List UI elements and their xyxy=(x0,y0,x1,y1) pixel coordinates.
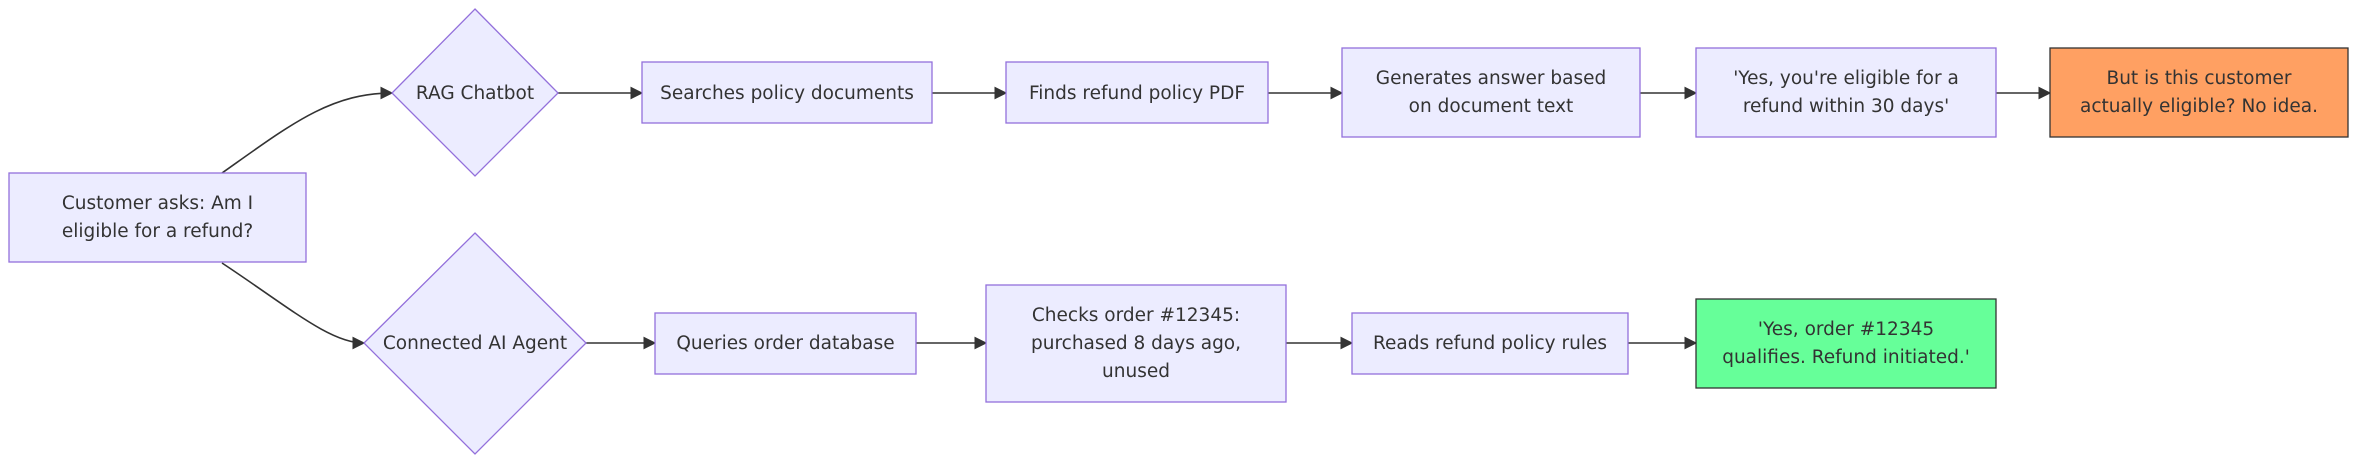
edges xyxy=(221,86,2052,350)
node-query-db-line-1: Queries order database xyxy=(676,333,894,354)
node-find-pdf-line-1: Finds refund policy PDF xyxy=(1029,83,1245,104)
node-doubt: But is this customer actually eligible? … xyxy=(2049,47,2349,138)
node-search-docs: Searches policy documents xyxy=(641,61,933,124)
node-query-db: Queries order database xyxy=(654,312,917,375)
node-agent-reply-line-1: 'Yes, order #12345 xyxy=(1758,319,1934,340)
node-start: Customer asks: Am I eligible for a refun… xyxy=(8,172,307,263)
node-start-line-1: Customer asks: Am I xyxy=(62,193,253,214)
edge-start-to-agent xyxy=(221,262,366,350)
node-check-order-line-1: Checks order #12345: xyxy=(1032,305,1240,326)
node-gen-answer-line-1: Generates answer based xyxy=(1376,68,1606,89)
node-search-docs-line-1: Searches policy documents xyxy=(660,83,914,104)
node-rag-reply-line-1: 'Yes, you're eligible for a xyxy=(1733,68,1959,89)
node-check-order-line-3: unused xyxy=(1102,361,1170,382)
node-doubt-line-2: actually eligible? No idea. xyxy=(2080,96,2318,117)
node-agent-line-1: Connected AI Agent xyxy=(383,333,567,354)
node-rag-chatbot-line-1: RAG Chatbot xyxy=(416,83,534,104)
node-check-order-line-2: purchased 8 days ago, xyxy=(1031,333,1241,354)
node-rag-reply: 'Yes, you're eligible for a refund withi… xyxy=(1695,47,1997,138)
edge-start-to-rag-chatbot xyxy=(221,86,394,174)
node-agent-reply-line-2: qualifies. Refund initiated.' xyxy=(1722,347,1970,368)
node-find-pdf: Finds refund policy PDF xyxy=(1005,61,1269,124)
node-rag-chatbot: RAG Chatbot xyxy=(391,8,559,177)
node-gen-answer: Generates answer based on document text xyxy=(1341,47,1641,138)
node-agent-reply: 'Yes, order #12345 qualifies. Refund ini… xyxy=(1695,298,1997,389)
node-read-rules-line-1: Reads refund policy rules xyxy=(1373,333,1607,354)
node-read-rules: Reads refund policy rules xyxy=(1351,312,1629,375)
node-gen-answer-line-2: on document text xyxy=(1409,96,1574,117)
node-check-order: Checks order #12345: purchased 8 days ag… xyxy=(985,284,1287,403)
node-doubt-line-1: But is this customer xyxy=(2107,68,2292,89)
node-start-line-2: eligible for a refund? xyxy=(62,221,253,242)
node-agent: Connected AI Agent xyxy=(363,232,587,455)
node-rag-reply-line-2: refund within 30 days' xyxy=(1743,96,1949,117)
